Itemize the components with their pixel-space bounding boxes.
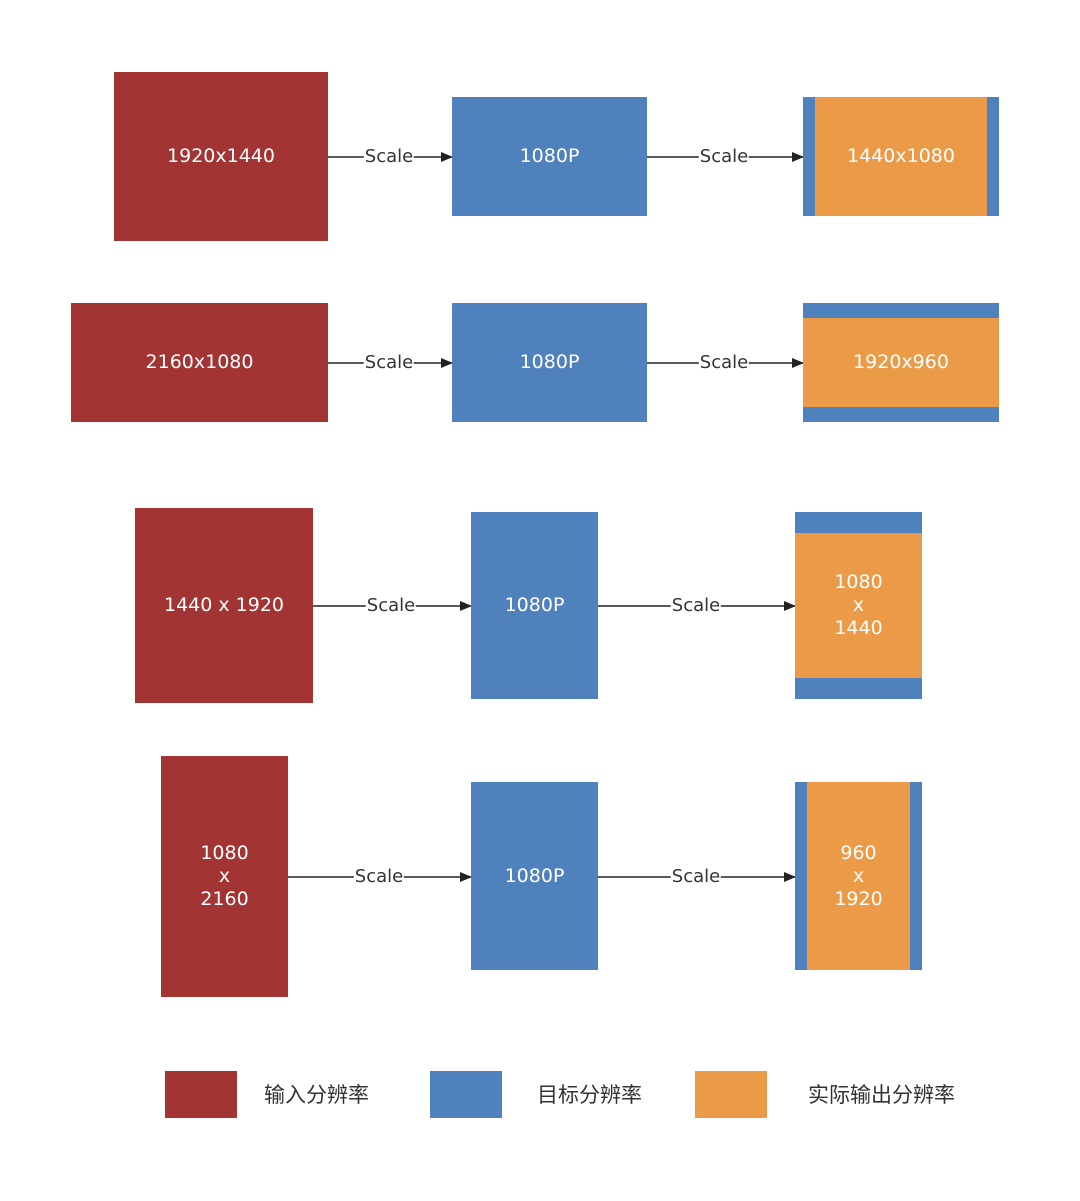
row2-output-box: 1920x960 (803, 318, 999, 407)
row1-target-box: 1080P (452, 97, 647, 216)
row2-target-box: 1080P (452, 303, 647, 422)
row2-target-label: 1080P (519, 351, 580, 373)
legend-swatch-input (165, 1071, 237, 1118)
row2-input-box: 2160x1080 (71, 303, 328, 422)
row3-output-frame: 1080 x 1440 (795, 512, 922, 699)
row2-output-frame: 1920x960 (803, 303, 999, 422)
row1-output-box: 1440x1080 (815, 97, 987, 216)
row2-output-label: 1920x960 (853, 351, 949, 373)
legend-label-input: 输入分辨率 (264, 1083, 369, 1107)
legend-swatch-target (430, 1071, 502, 1118)
row1-target-label: 1080P (519, 145, 580, 167)
row2-scale-label-2: Scale (698, 352, 750, 373)
row4-input-box: 1080 x 2160 (161, 756, 288, 997)
row3-scale-label-2: Scale (670, 595, 722, 616)
row3-scale-label-1: Scale (365, 595, 417, 616)
row4-scale-label-1: Scale (353, 866, 405, 887)
row4-output-label: 960 x 1920 (834, 841, 883, 910)
row2-input-label: 2160x1080 (145, 351, 254, 373)
row1-output-label: 1440x1080 (847, 145, 955, 167)
row4-scale-label-2: Scale (670, 866, 722, 887)
legend-label-output: 实际输出分辨率 (808, 1083, 955, 1107)
row3-output-box: 1080 x 1440 (795, 533, 922, 678)
legend-swatch-output (695, 1071, 767, 1118)
row3-target-box: 1080P (471, 512, 598, 699)
row4-input-label: 1080 x 2160 (200, 842, 249, 910)
row4-output-box: 960 x 1920 (807, 782, 910, 970)
legend-label-target: 目标分辨率 (537, 1083, 642, 1107)
row1-input-label: 1920x1440 (167, 145, 275, 167)
row4-target-label: 1080P (504, 864, 565, 887)
row1-scale-label-2: Scale (698, 146, 750, 167)
row4-target-box: 1080P (471, 782, 598, 970)
row3-input-label: 1440 x 1920 (163, 594, 285, 616)
row3-target-label: 1080P (504, 594, 565, 616)
row1-output-frame: 1440x1080 (803, 97, 999, 216)
row2-scale-label-1: Scale (363, 352, 415, 373)
row4-output-frame: 960 x 1920 (795, 782, 922, 970)
row1-input-box: 1920x1440 (114, 72, 328, 241)
row1-scale-label-1: Scale (363, 146, 415, 167)
row3-output-label: 1080 x 1440 (834, 571, 883, 639)
row3-input-box: 1440 x 1920 (135, 508, 313, 703)
